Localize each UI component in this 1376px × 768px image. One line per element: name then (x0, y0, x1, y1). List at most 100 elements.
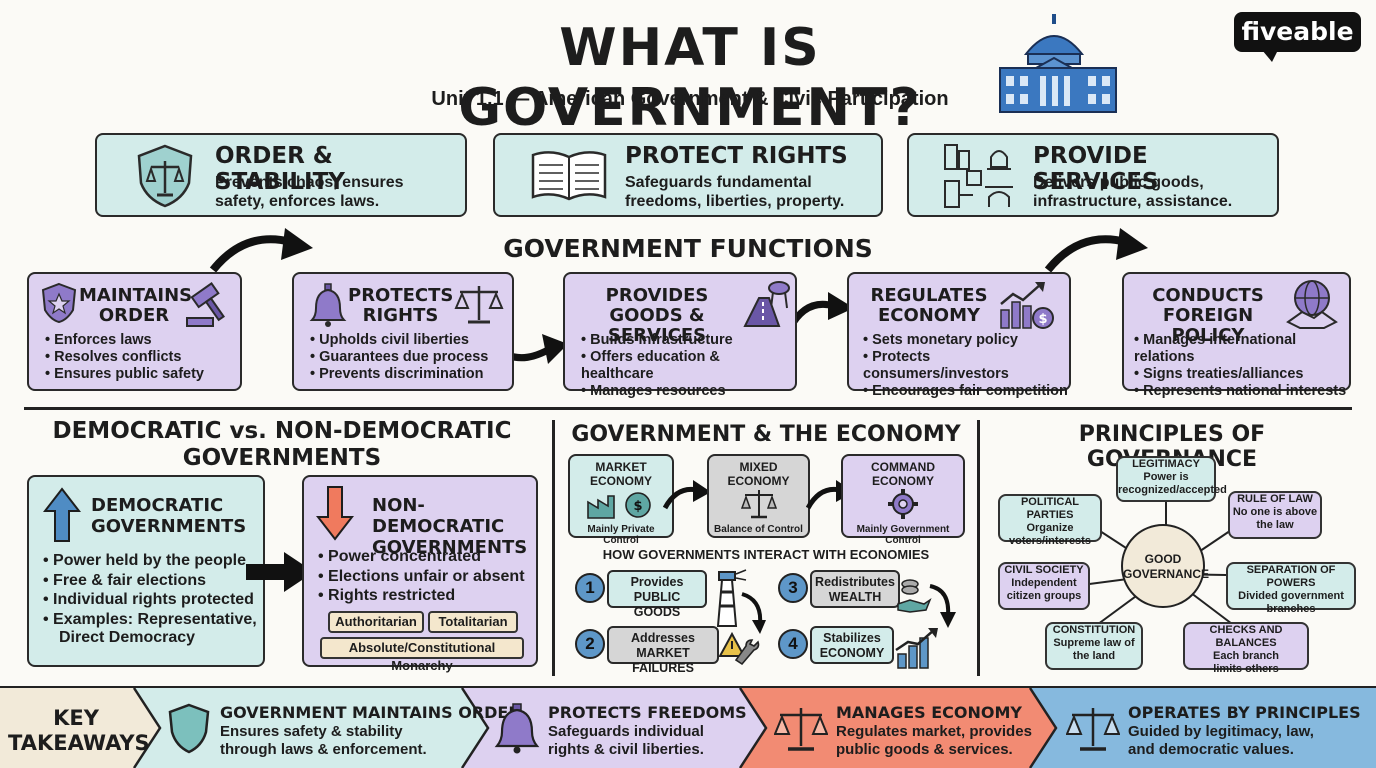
top-box-desc: Safeguards fundamental (625, 174, 812, 191)
top-box-desc: freedoms, liberties, property. (625, 193, 845, 210)
lighthouse-icon (716, 569, 766, 634)
list-item: Rights restricted (318, 586, 525, 606)
police-badge-icon (41, 282, 77, 324)
list-item: Sets monetary policy (863, 332, 1069, 349)
top-box-services: PROVIDE SERVICES Delivers public goods, … (907, 133, 1279, 217)
top-box-rights: PROTECT RIGHTS Safeguards fundamental fr… (493, 133, 883, 217)
open-book-icon (531, 151, 607, 201)
growth-chart-icon: $ (1000, 282, 1054, 329)
factory-coin-icon: $ (587, 492, 651, 519)
arrow-up-icon (43, 487, 81, 542)
takeaway-desc: and democratic values. (1128, 741, 1294, 758)
list-item: Power concentrated (318, 547, 525, 567)
warning-wrench-icon (718, 631, 760, 666)
list-item: Elections unfair or absent (318, 567, 524, 587)
top-box-title: ORDER & STABILITY (215, 143, 345, 195)
arrow-down-icon (316, 486, 354, 541)
curved-arrow-icon (1044, 228, 1148, 273)
tag-authoritarian: Authoritarian (328, 611, 424, 633)
function-bullets: Upholds civil liberties Guarantees due p… (310, 332, 488, 383)
page-title: WHAT IS GOVERNMENT? (458, 18, 922, 138)
list-item: Prevents discrimination (310, 366, 488, 383)
number-badge: 1 (575, 573, 605, 603)
shield-scales-icon (137, 144, 193, 208)
liberty-bell-icon (494, 703, 540, 754)
svg-text:$: $ (1038, 312, 1047, 327)
curved-arrow-icon (663, 480, 711, 510)
democratic-extra: Direct Democracy (59, 629, 196, 646)
liberty-bell-icon (309, 283, 347, 327)
svg-text:$: $ (633, 499, 642, 514)
tag-totalitarian: Totalitarian (428, 611, 518, 633)
fiveable-logo[interactable]: fiveable (1234, 12, 1361, 52)
scales-icon (774, 708, 828, 751)
list-item: Upholds civil liberties (310, 332, 488, 349)
takeaway-desc: Ensures safety & stability (220, 723, 403, 740)
takeaway-title: OPERATES BY PRINCIPLES (1128, 703, 1361, 722)
takeaway-title: GOVERNMENT MAINTAINS ORDER (220, 703, 521, 722)
econ-caption: Mainly Government Control (856, 524, 950, 546)
globe-handshake-icon (1286, 280, 1338, 329)
top-box-desc: Prevents chaos, ensures (215, 174, 404, 191)
takeaway-desc: rights & civil liberties. (548, 741, 704, 758)
takeaway-desc: Safeguards individual (548, 723, 704, 740)
takeaways-band (0, 688, 1376, 768)
rising-chart-icon (895, 628, 938, 669)
list-item: Manages resources (581, 383, 795, 400)
top-box-title: PROVIDE SERVICES (1033, 143, 1159, 195)
scales-icon (454, 286, 504, 324)
economy-heading: GOVERNMENT & THE ECONOMY (571, 422, 961, 447)
list-item: Protects consumers/investors (863, 349, 1069, 383)
interact-heading: HOW GOVERNMENTS INTERACT WITH ECONOMIES (602, 547, 930, 562)
list-item: Manages international relations (1134, 332, 1349, 366)
list-item: Signs treaties/alliances (1134, 366, 1349, 383)
takeaway-desc: public goods & services. (836, 741, 1013, 758)
nondemocratic-bullets: Power concentrated Elections unfair or a… (318, 547, 525, 606)
list-item: Examples: Representative, (43, 610, 257, 630)
tag-monarchy: Absolute/Constitutional Monarchy (320, 637, 524, 673)
list-item: Offers education & healthcare (581, 349, 795, 383)
scales-icon (1066, 708, 1120, 751)
coins-hand-icon (897, 579, 956, 628)
scales-icon (741, 490, 777, 519)
divider (552, 420, 555, 676)
top-box-desc: infrastructure, assistance. (1033, 193, 1233, 210)
econ-caption: Balance of Control (714, 524, 803, 535)
takeaway-title: PROTECTS FREEDOMS (548, 703, 747, 722)
list-item: Free & fair elections (43, 571, 257, 591)
democratic-bullets: Power held by the people Free & fair ele… (43, 551, 257, 629)
divider (24, 407, 1352, 410)
function-bullets: Builds infrastructure Offers education &… (581, 332, 795, 400)
page-subtitle: Unit 1.1 — American Government & Civic P… (431, 88, 949, 110)
number-badge: 3 (778, 573, 808, 603)
econ-caption: Mainly Private Control (587, 524, 655, 546)
list-item: Power held by the people (43, 551, 257, 571)
list-item: Enforces laws (45, 332, 204, 349)
curved-arrow-icon (209, 228, 313, 273)
top-box-desc: safety, enforces laws. (215, 193, 380, 210)
list-item: Guarantees due process (310, 349, 488, 366)
capitol-icon (999, 14, 1117, 113)
arrow-right-icon (246, 552, 314, 592)
